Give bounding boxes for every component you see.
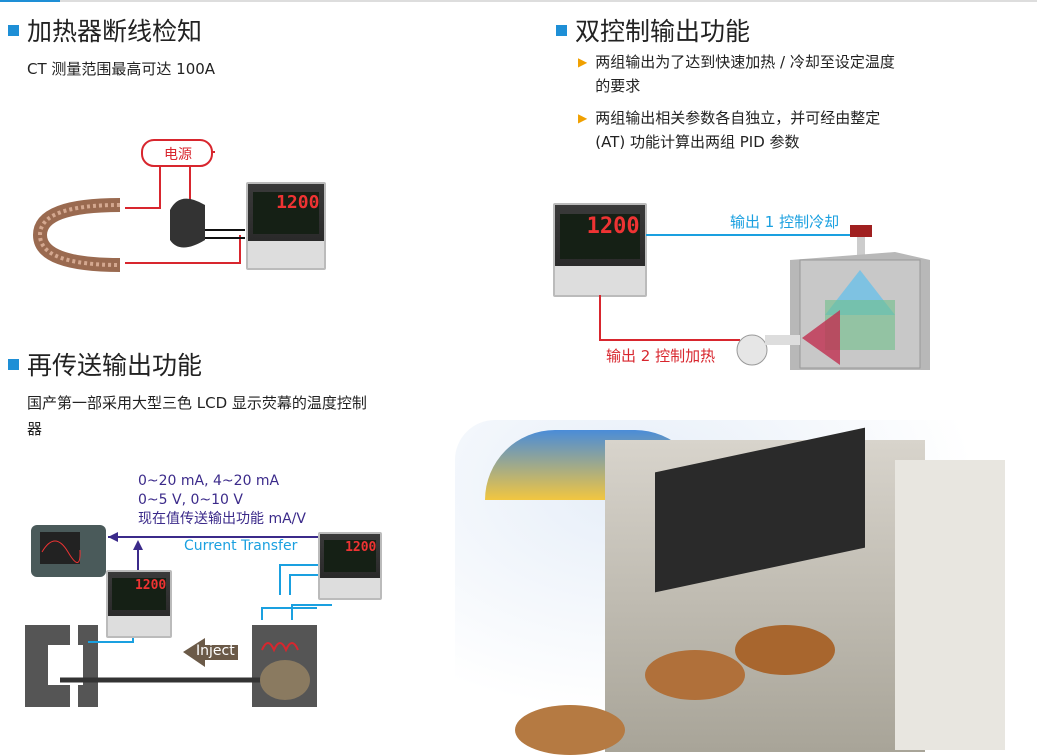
heater-wiring-diagram [32,139,245,272]
title-text: 再传送输出功能 [27,351,203,380]
title-text: 加热器断线检知 [27,17,203,46]
retrans-controller-2: 1200 [318,532,382,600]
current-transfer-label: Current Transfer [184,538,298,554]
bullet-item: ▶ 两组输出为了达到快速加热 / 冷却至设定温度的要求 [578,50,898,98]
bullet-item: ▶ 两组输出相关参数各自独立，并可经由整定 (AT) 功能计算出两组 PID 参数 [578,106,898,154]
top-rule [0,0,1037,2]
controller-keys [248,241,324,268]
temperature-controller: 1200 [246,182,326,270]
photo-bread [735,625,835,675]
output1-label: 输出 1 控制冷却 [730,213,840,231]
triangle-bullet-icon: ▶ [578,111,588,125]
controller-keys [108,615,170,636]
bullet-square-icon [556,24,567,36]
retrans-desc: 国产第一部采用大型三色 LCD 显示荧幕的温度控制器 [27,394,367,438]
controller-keys [320,577,380,598]
section-title-dual: 双控制输出功能 [556,12,750,48]
photo-bread [515,705,625,755]
controller-display: 1200 [560,214,640,259]
section-title-ct: 加热器断线检知 [8,12,202,48]
factory-photo [455,420,1037,755]
bullet-square-icon [8,358,19,370]
controller-display: 1200 [323,540,377,573]
dual-output-diagram [599,225,930,370]
retrans-diagram [25,525,340,707]
triangle-bullet-icon: ▶ [578,55,588,69]
bullet-text: 两组输出为了达到快速加热 / 冷却至设定温度的要求 [595,53,895,95]
dual-bullets: ▶ 两组输出为了达到快速加热 / 冷却至设定温度的要求 ▶ 两组输出相关参数各自独立… [578,50,898,154]
dual-controller: 1200 [553,203,647,297]
signal-line: 0~20 mA, 4~20 mA [138,473,280,489]
signal-line: 现在值传送输出功能 mA/V [138,511,306,527]
bullet-text: 两组输出相关参数各自独立，并可经由整定 (AT) 功能计算出两组 PID 参数 [595,109,881,151]
bullet-square-icon [8,24,19,36]
title-text: 双控制输出功能 [575,17,751,46]
photo-bread [645,650,745,700]
output2-label: 输出 2 控制加热 [606,347,716,365]
signal-line: 0~5 V, 0~10 V [138,492,243,508]
photo-panel [895,460,1005,750]
signal-spec: 0~20 mA, 4~20 mA 0~5 V, 0~10 V 现在值传送输出功能… [138,472,306,529]
controller-display: 1200 [111,578,167,611]
power-label: 电源 [164,147,192,163]
ct-desc: CT 测量范围最高可达 100A [27,60,216,78]
ct-diagram: 电源 [30,130,330,280]
inject-label: Inject [196,643,235,659]
controller-keys [555,266,645,295]
section-title-retrans: 再传送输出功能 [8,346,202,382]
retrans-controller: 1200 [106,570,172,638]
controller-display: 1200 [252,192,320,235]
